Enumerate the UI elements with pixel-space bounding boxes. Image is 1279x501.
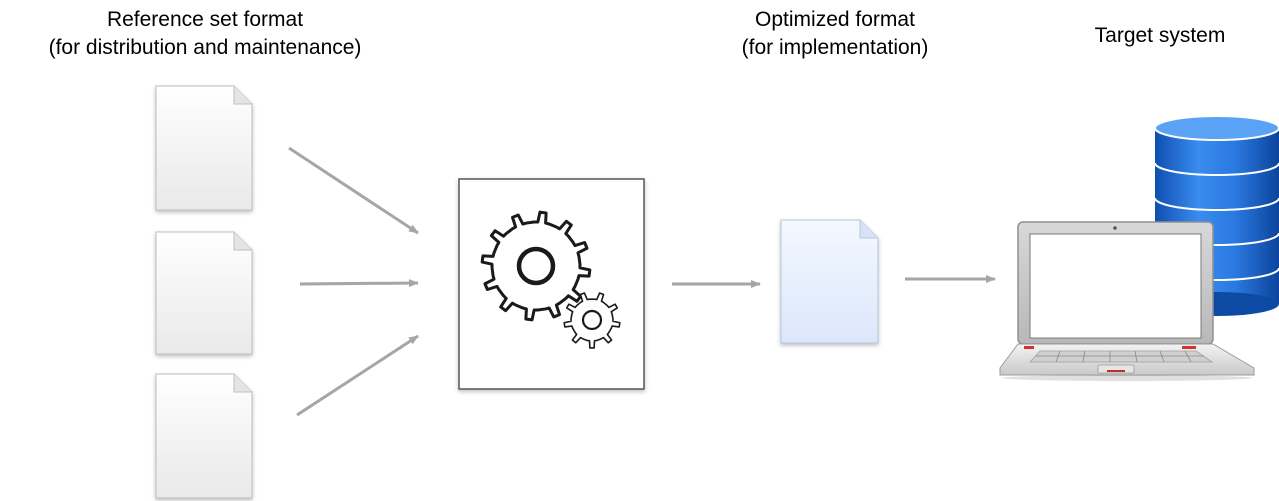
- laptop-icon: [999, 221, 1255, 381]
- optimized-heading-line2: (for implementation): [741, 36, 929, 59]
- arrow-doc2-to-processor: [299, 279, 419, 288]
- optimized-format-heading: Optimized format (for implementation): [680, 6, 990, 62]
- document-icon: [155, 231, 253, 355]
- arrow-doc1-to-processor: [288, 146, 419, 235]
- reference-heading-line2: (for distribution and maintenance): [48, 36, 362, 59]
- target-system-heading: Target system: [1060, 22, 1260, 50]
- document-icon: [155, 373, 253, 499]
- optimized-heading-line1: Optimized format: [755, 8, 915, 31]
- reference-heading-line1: Reference set format: [106, 8, 304, 31]
- gears-icon: [480, 210, 621, 349]
- processor-box: [458, 178, 645, 390]
- document-icon: [155, 85, 253, 211]
- optimized-document-icon: [780, 219, 879, 344]
- arrow-doc3-to-processor: [296, 334, 419, 417]
- reference-set-format-heading: Reference set format (for distribution a…: [0, 6, 410, 62]
- target-heading-line1: Target system: [1094, 24, 1226, 47]
